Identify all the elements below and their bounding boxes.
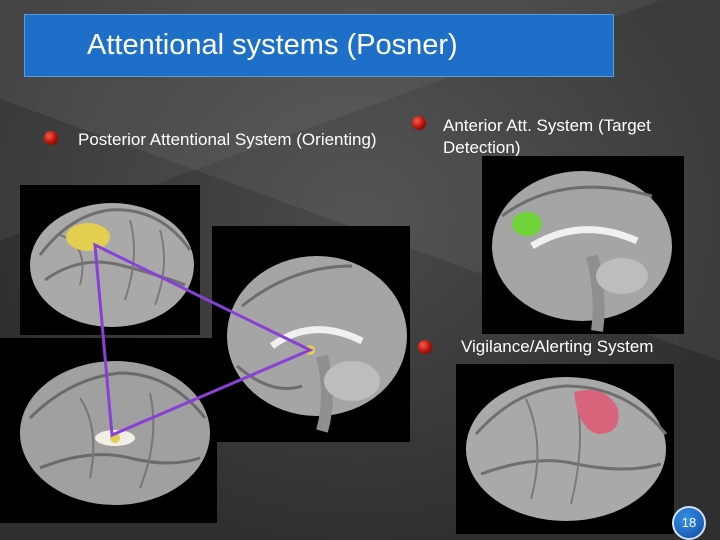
posterior-system-label: Posterior Attentional System (Orienting)	[78, 130, 377, 149]
anterior-label-line-2: Detection)	[443, 138, 521, 157]
vigilance-bullet-icon	[418, 340, 432, 354]
right-frontal-highlight	[574, 390, 619, 434]
posterior-parietal-highlight	[66, 223, 110, 251]
slide-title: Attentional systems (Posner)	[87, 29, 458, 61]
brain-image-medial	[212, 226, 410, 442]
brain-image-anterior	[482, 156, 684, 334]
brain-image-posterior-lateral	[20, 185, 200, 335]
posterior-bullet-icon	[44, 131, 58, 145]
anterior-cingulate-highlight	[512, 212, 542, 236]
page-number-badge: 18	[672, 506, 706, 540]
title-bar: Attentional systems (Posner)	[24, 14, 614, 77]
brain-image-vigilance	[456, 364, 674, 534]
vigilance-system-label: Vigilance/Alerting System	[461, 337, 654, 356]
anterior-system-label: Anterior Att. System (Target Detection)	[443, 115, 703, 159]
anterior-bullet-icon	[412, 116, 426, 130]
anterior-label-line-1: Anterior Att. System (Target	[443, 116, 651, 135]
